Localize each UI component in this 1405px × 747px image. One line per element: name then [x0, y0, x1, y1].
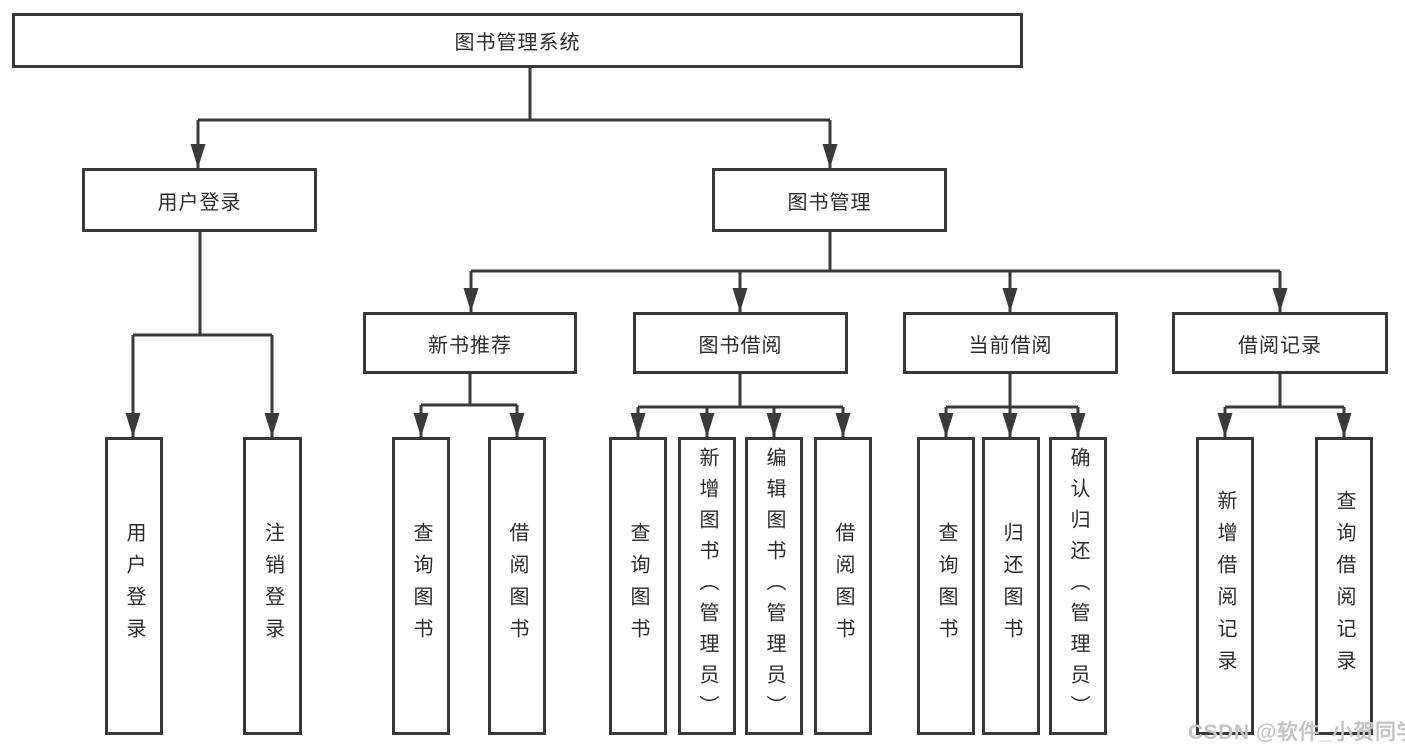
connector-current-borrow-to-leaves	[938, 374, 1086, 437]
leaf-add-borrow-record: 新增借阅记录	[1196, 437, 1254, 735]
node-label: 新增借阅记录	[1214, 490, 1236, 682]
node-user-login: 用户登录	[82, 168, 317, 232]
leaf-borrow-books: 借阅图书	[814, 437, 872, 735]
node-label: 确认归还（管理员）	[1067, 446, 1089, 726]
node-label: 图书管理系统	[454, 32, 581, 54]
leaf-query-books-recommend: 查询图书	[392, 437, 450, 735]
connector-root-to-level2	[190, 68, 838, 168]
node-label: 借阅记录	[1238, 334, 1322, 357]
node-label: 用户登录	[157, 191, 242, 214]
leaf-borrow-books-recommend: 借阅图书	[488, 437, 546, 735]
node-label: 用户登录	[123, 522, 145, 650]
leaf-query-borrow-record: 查询借阅记录	[1315, 437, 1373, 735]
leaf-query-books-current: 查询图书	[917, 437, 975, 735]
node-label: 图书借阅	[698, 334, 783, 357]
node-book-borrowing: 图书借阅	[633, 312, 848, 374]
node-label: 借阅图书	[506, 522, 528, 650]
node-label: 借阅图书	[832, 522, 854, 650]
node-label: 编辑图书（管理员）	[763, 446, 785, 726]
node-label: 查询图书	[935, 522, 957, 650]
node-book-management: 图书管理	[712, 168, 947, 232]
node-label: 归还图书	[1000, 522, 1022, 650]
node-label: 查询图书	[410, 522, 432, 650]
leaf-confirm-return-admin: 确认归还（管理员）	[1049, 437, 1107, 735]
node-current-borrowing: 当前借阅	[903, 312, 1118, 374]
leaf-logout: 注销登录	[243, 437, 302, 735]
node-label: 查询图书	[627, 522, 649, 650]
node-label: 注销登录	[261, 522, 284, 650]
node-label: 新书推荐	[428, 334, 512, 357]
csdn-watermark: CSDN @软件_小贺同学	[1188, 721, 1405, 744]
node-label: 当前借阅	[968, 334, 1053, 357]
node-new-book-recommend: 新书推荐	[363, 312, 577, 374]
node-borrowing-records: 借阅记录	[1172, 312, 1388, 374]
leaf-add-books-admin: 新增图书（管理员）	[678, 437, 736, 735]
node-library-system-root: 图书管理系统	[12, 13, 1023, 68]
leaf-return-books: 归还图书	[982, 437, 1040, 735]
node-label: 新增图书（管理员）	[696, 446, 718, 726]
leaf-edit-books-admin: 编辑图书（管理员）	[745, 437, 803, 735]
connector-user-login-to-leaves	[125, 232, 280, 437]
connector-book-mgmt-to-level3	[463, 232, 1288, 312]
connector-new-book-to-leaves	[413, 374, 525, 437]
connector-book-borrow-to-leaves	[630, 374, 851, 437]
connector-borrow-record-to-leaves	[1217, 374, 1352, 437]
leaf-query-books-borrow: 查询图书	[609, 437, 667, 735]
leaf-user-login: 用户登录	[105, 437, 163, 735]
node-label: 图书管理	[787, 191, 872, 214]
node-label: 查询借阅记录	[1333, 490, 1355, 682]
